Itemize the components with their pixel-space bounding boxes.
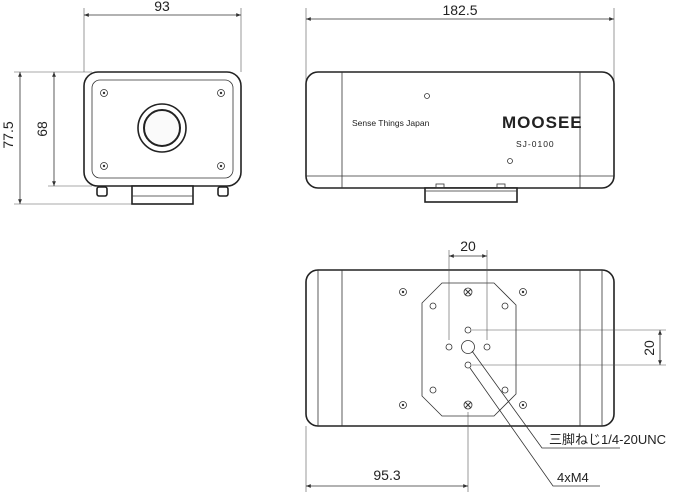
front-view: 93 77.5 68 bbox=[0, 0, 242, 205]
front-width-dim-label: 93 bbox=[154, 0, 170, 14]
side-view: 182.5 Sense Things Japan MOOSEE SJ-0100 bbox=[305, 2, 615, 203]
hole-spacing-h-dim-label: 20 bbox=[460, 238, 476, 254]
holes-leader bbox=[469, 367, 600, 487]
side-length-dim-label: 182.5 bbox=[442, 2, 477, 18]
lens bbox=[137, 103, 187, 153]
side-mount-bracket bbox=[424, 183, 518, 203]
mount-offset-dim-label: 95.3 bbox=[373, 467, 400, 483]
mount-plate-screws bbox=[429, 287, 509, 410]
m4-holes bbox=[445, 326, 491, 369]
model-text: SJ-0100 bbox=[516, 139, 555, 149]
front-face-plate bbox=[91, 79, 234, 179]
hole-spacing-v-dim-label: 20 bbox=[641, 340, 657, 356]
front-mount-bracket bbox=[96, 185, 229, 205]
front-total-height-dim-label: 77.5 bbox=[0, 121, 16, 148]
mount-plate bbox=[421, 282, 517, 417]
holes-label: 4xM4 bbox=[557, 470, 589, 485]
front-screws bbox=[100, 89, 225, 170]
bottom-body-screws bbox=[399, 288, 527, 409]
logo-text: MOOSEE bbox=[502, 113, 583, 132]
front-body-height-dim-label: 68 bbox=[34, 121, 50, 137]
tripod-label: 三脚ねじ1/4-20UNC bbox=[549, 432, 666, 447]
bottom-body bbox=[305, 269, 615, 427]
bottom-view: 20 20 95.3 三脚ねじ1/4-20UNC 4xM4 bbox=[305, 238, 666, 492]
tripod-hole bbox=[461, 340, 475, 354]
side-indicator-hole bbox=[424, 93, 430, 99]
side-screw-hole bbox=[507, 158, 513, 164]
brand-text: Sense Things Japan bbox=[352, 118, 430, 128]
tripod-leader bbox=[471, 350, 620, 449]
